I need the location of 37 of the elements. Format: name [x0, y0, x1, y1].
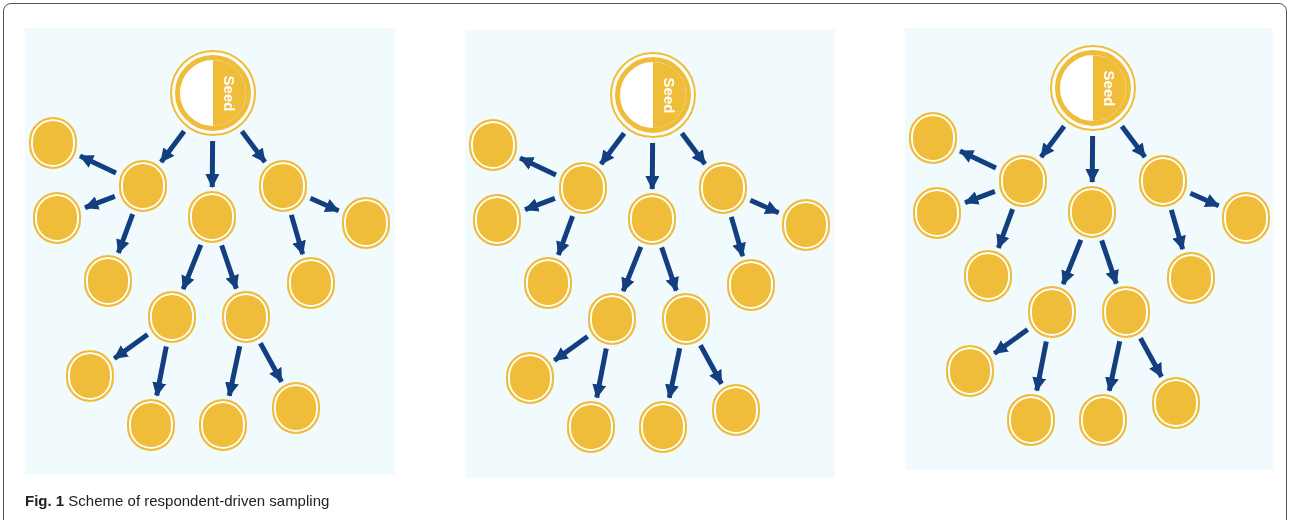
arrow [152, 345, 169, 397]
arrow [1189, 190, 1220, 209]
arrow [1168, 209, 1186, 251]
arrow [519, 155, 557, 178]
arrow [205, 141, 220, 188]
arrow [996, 208, 1015, 249]
arrow [665, 347, 683, 399]
figure-caption: Fig. 1 Scheme of respondent-driven sampling [25, 491, 330, 511]
arrow [288, 214, 306, 256]
arrow [620, 245, 644, 293]
arrow [1138, 337, 1164, 378]
arrow [592, 347, 609, 399]
arrow [964, 189, 996, 205]
arrow [749, 197, 780, 216]
arrow [1085, 136, 1100, 183]
arrow [524, 196, 556, 212]
arrow [180, 243, 204, 291]
arrow [1105, 340, 1123, 392]
arrow [1099, 239, 1119, 285]
arrow [258, 342, 284, 383]
arrow [84, 194, 116, 210]
arrow [225, 345, 243, 397]
arrow [659, 246, 679, 292]
arrow [1060, 238, 1084, 286]
arrow [219, 244, 239, 290]
arrow [959, 148, 997, 171]
seed-label: Seed [222, 75, 237, 111]
arrow [309, 195, 340, 214]
arrow [728, 216, 746, 258]
arrow [556, 215, 575, 256]
arrow [1032, 340, 1049, 392]
seed-label: Seed [1102, 70, 1117, 106]
arrow [79, 153, 117, 176]
arrow [698, 344, 724, 385]
seed-label: Seed [662, 77, 677, 113]
arrow [645, 143, 660, 190]
arrow [116, 213, 135, 254]
